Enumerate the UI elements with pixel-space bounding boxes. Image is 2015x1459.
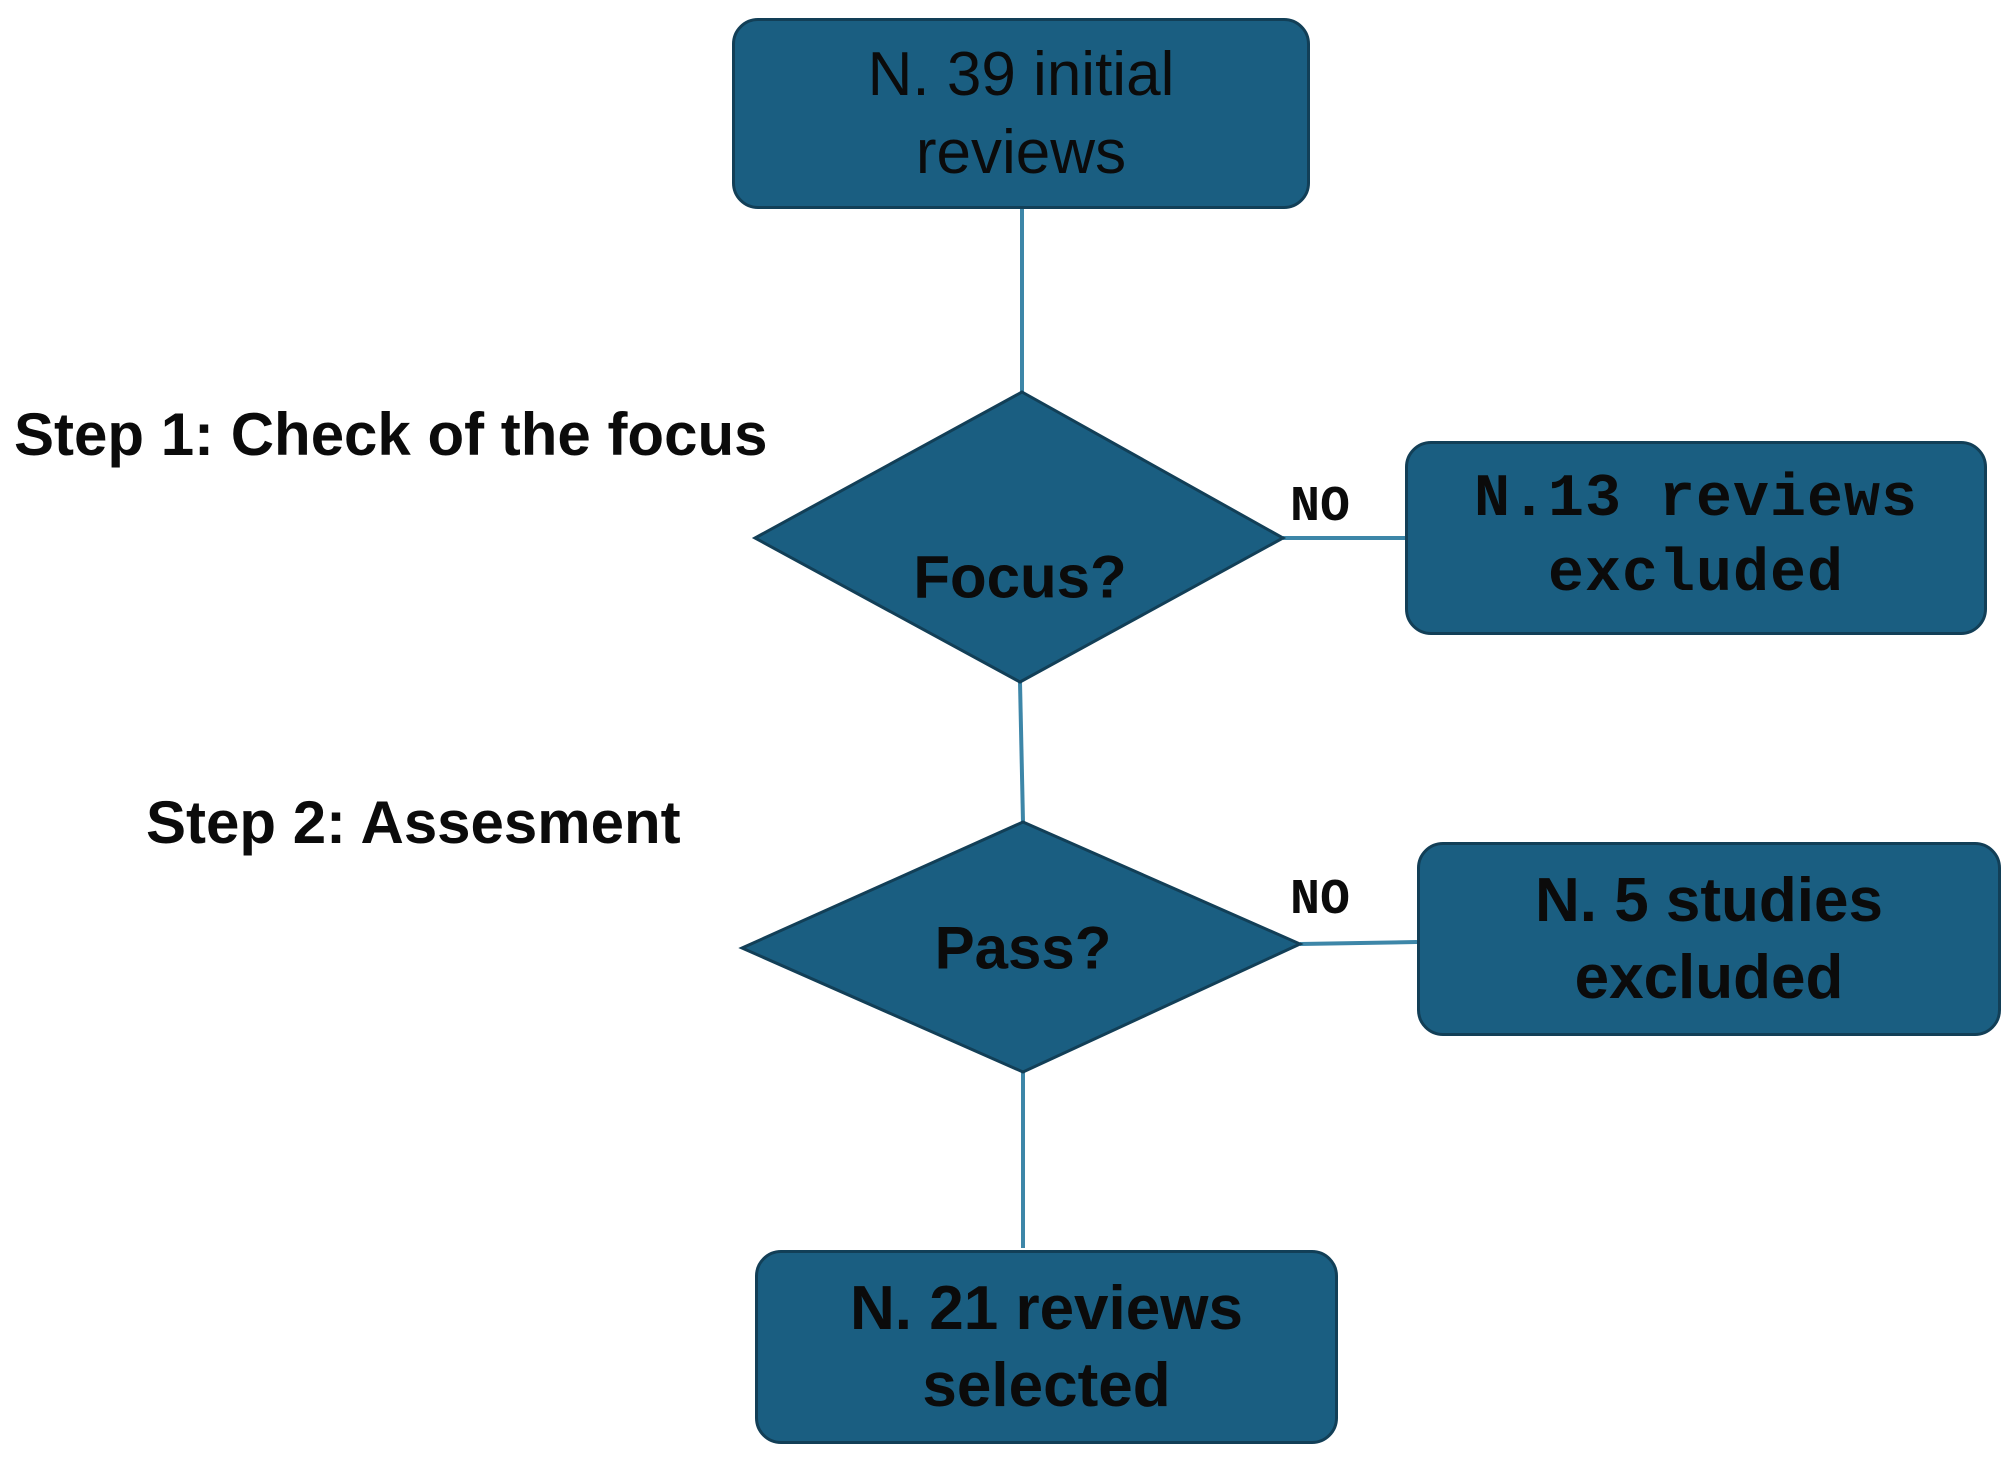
pass-decision-diamond — [738, 820, 1304, 1074]
initial-reviews-box: N. 39 initial reviews — [732, 18, 1310, 209]
connector-pass-no — [1299, 940, 1418, 946]
focus-decision-diamond — [751, 390, 1287, 684]
excluded-pass-box: N. 5 studies excluded — [1417, 842, 2001, 1036]
excluded-pass-text: N. 5 studies excluded — [1535, 865, 1883, 1013]
selected-reviews-text: N. 21 reviews selected — [850, 1273, 1243, 1421]
excluded-focus-text: N.13 reviews excluded — [1473, 466, 1919, 609]
focus-no-label: NO — [1290, 479, 1351, 536]
pass-decision-text: Pass? — [934, 914, 1112, 982]
step-1-label: Step 1: Check of the focus — [14, 401, 768, 468]
pass-no-label: NO — [1290, 872, 1351, 929]
initial-reviews-text: N. 39 initial reviews — [867, 40, 1175, 187]
selected-reviews-box: N. 21 reviews selected — [755, 1250, 1338, 1444]
connector-focus-to-pass — [1018, 681, 1025, 823]
excluded-focus-box: N.13 reviews excluded — [1405, 441, 1987, 635]
focus-decision-text: Focus? — [913, 543, 1127, 611]
step-2-label: Step 2: Assesment — [146, 789, 681, 856]
